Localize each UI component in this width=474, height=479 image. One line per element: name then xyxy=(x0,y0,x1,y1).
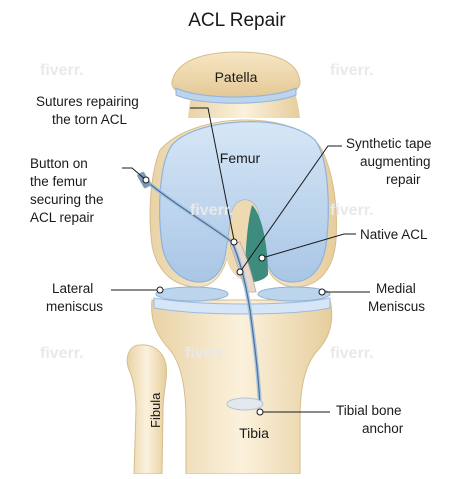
patella-label: Patella xyxy=(215,69,258,85)
tibia-bone xyxy=(151,299,333,475)
tape-label-line2: augmenting xyxy=(360,154,431,169)
femur-label: Femur xyxy=(220,150,261,166)
native-acl-label: Native ACL xyxy=(360,227,428,242)
tibial-anchor xyxy=(226,397,264,411)
watermark-6: fiverr. xyxy=(185,345,229,362)
tape-label-line3: repair xyxy=(386,172,421,187)
medial-meniscus-label-line2: Meniscus xyxy=(368,299,426,314)
lateral-meniscus-label-line1: Lateral xyxy=(52,281,94,296)
leader-dots xyxy=(142,176,326,416)
sutures-label-line1: Sutures repairing xyxy=(36,94,139,109)
watermark-4: fiverr. xyxy=(330,202,374,219)
watermark-3: fiverr. xyxy=(190,202,234,219)
watermark-1: fiverr. xyxy=(40,62,84,79)
anchor-label-line2: anchor xyxy=(362,421,404,436)
lateral-meniscus-shape xyxy=(155,286,229,302)
anchor-label-line1: Tibial bone xyxy=(336,403,402,418)
diagram-title: ACL Repair xyxy=(188,10,286,31)
medial-meniscus-shape xyxy=(257,286,331,302)
native-acl xyxy=(244,205,268,283)
leader-button xyxy=(122,167,147,181)
leader-lines xyxy=(111,107,370,413)
tibia-label: Tibia xyxy=(239,425,269,441)
watermark-2: fiverr. xyxy=(330,62,374,79)
patella-cartilage xyxy=(175,87,297,104)
button-label-line1: Button on xyxy=(30,156,88,171)
watermark-5: fiverr. xyxy=(40,345,84,362)
fibula-label: Fibula xyxy=(148,392,163,428)
button-label-line4: ACL repair xyxy=(30,210,95,225)
leader-sutures xyxy=(190,107,235,241)
medial-meniscus-label-line1: Medial xyxy=(376,281,416,296)
lateral-meniscus-label-line2: meniscus xyxy=(46,299,104,314)
leader-native xyxy=(261,233,356,259)
watermark-7: fiverr. xyxy=(330,345,374,362)
tibial-cartilage xyxy=(153,297,331,315)
leader-tape xyxy=(239,145,342,273)
button-label-line3: securing the xyxy=(30,192,104,207)
button-label-line2: the femur xyxy=(30,174,88,189)
watermarks: fiverr. fiverr. fiverr. fiverr. fiverr. … xyxy=(40,62,374,362)
sutures-label-line2: the torn ACL xyxy=(52,112,128,127)
tape-label-line1: Synthetic tape xyxy=(346,136,432,151)
